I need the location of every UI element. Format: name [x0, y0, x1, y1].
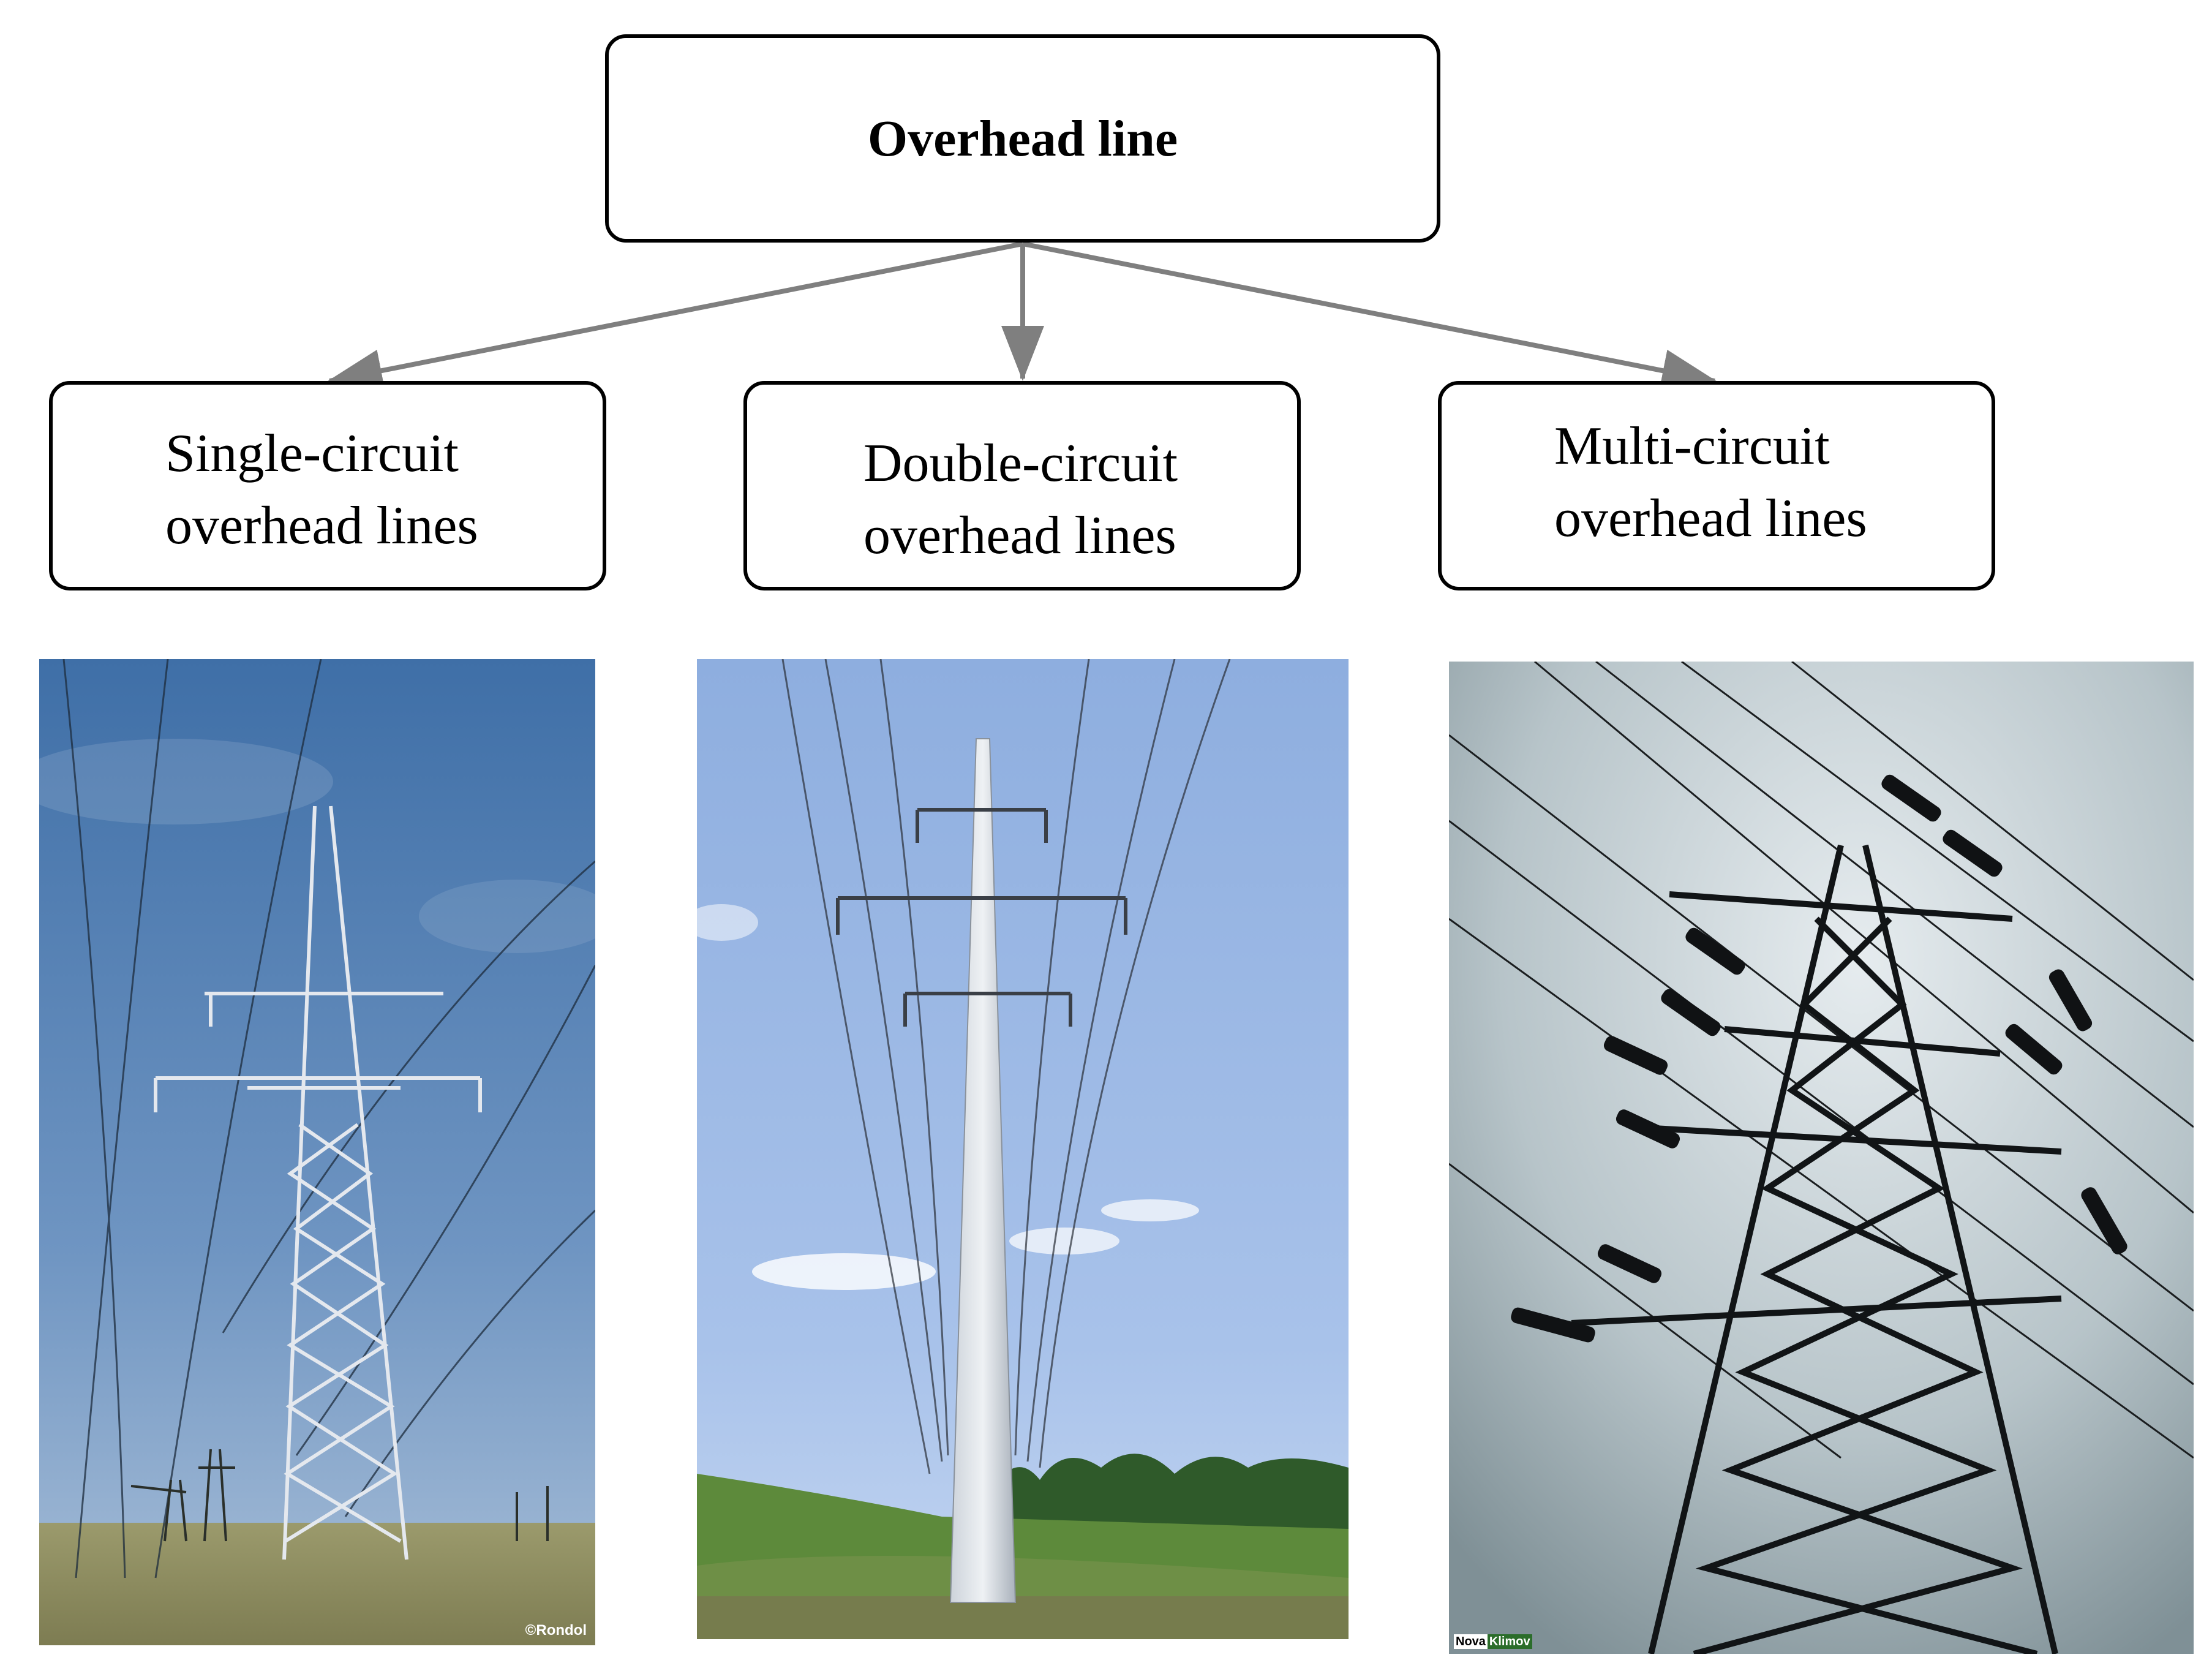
root-node-label: Overhead line: [867, 110, 1178, 167]
photo-credit-rondol: ©Rondol: [525, 1622, 587, 1639]
single-circuit-tower-photo: ©Rondol: [39, 659, 595, 1645]
edge-root-multi: [1022, 241, 1717, 392]
node-multi-circuit-label: Multi-circuit overhead lines: [1554, 417, 1867, 548]
root-node-overhead-line: Overhead line: [605, 34, 1440, 243]
node-single-circuit: Single-circuit overhead lines: [49, 381, 606, 590]
node-multi-circuit: Multi-circuit overhead lines: [1438, 381, 1995, 590]
node-double-circuit: Double-circuit overhead lines: [743, 381, 1301, 590]
edge-root-single: [327, 241, 1023, 392]
node-double-circuit-label: Double-circuit overhead lines: [863, 434, 1178, 565]
connector-arrows: [327, 241, 1717, 392]
double-circuit-pole-photo: [697, 659, 1349, 1639]
node-single-circuit-label: Single-circuit overhead lines: [165, 424, 478, 556]
